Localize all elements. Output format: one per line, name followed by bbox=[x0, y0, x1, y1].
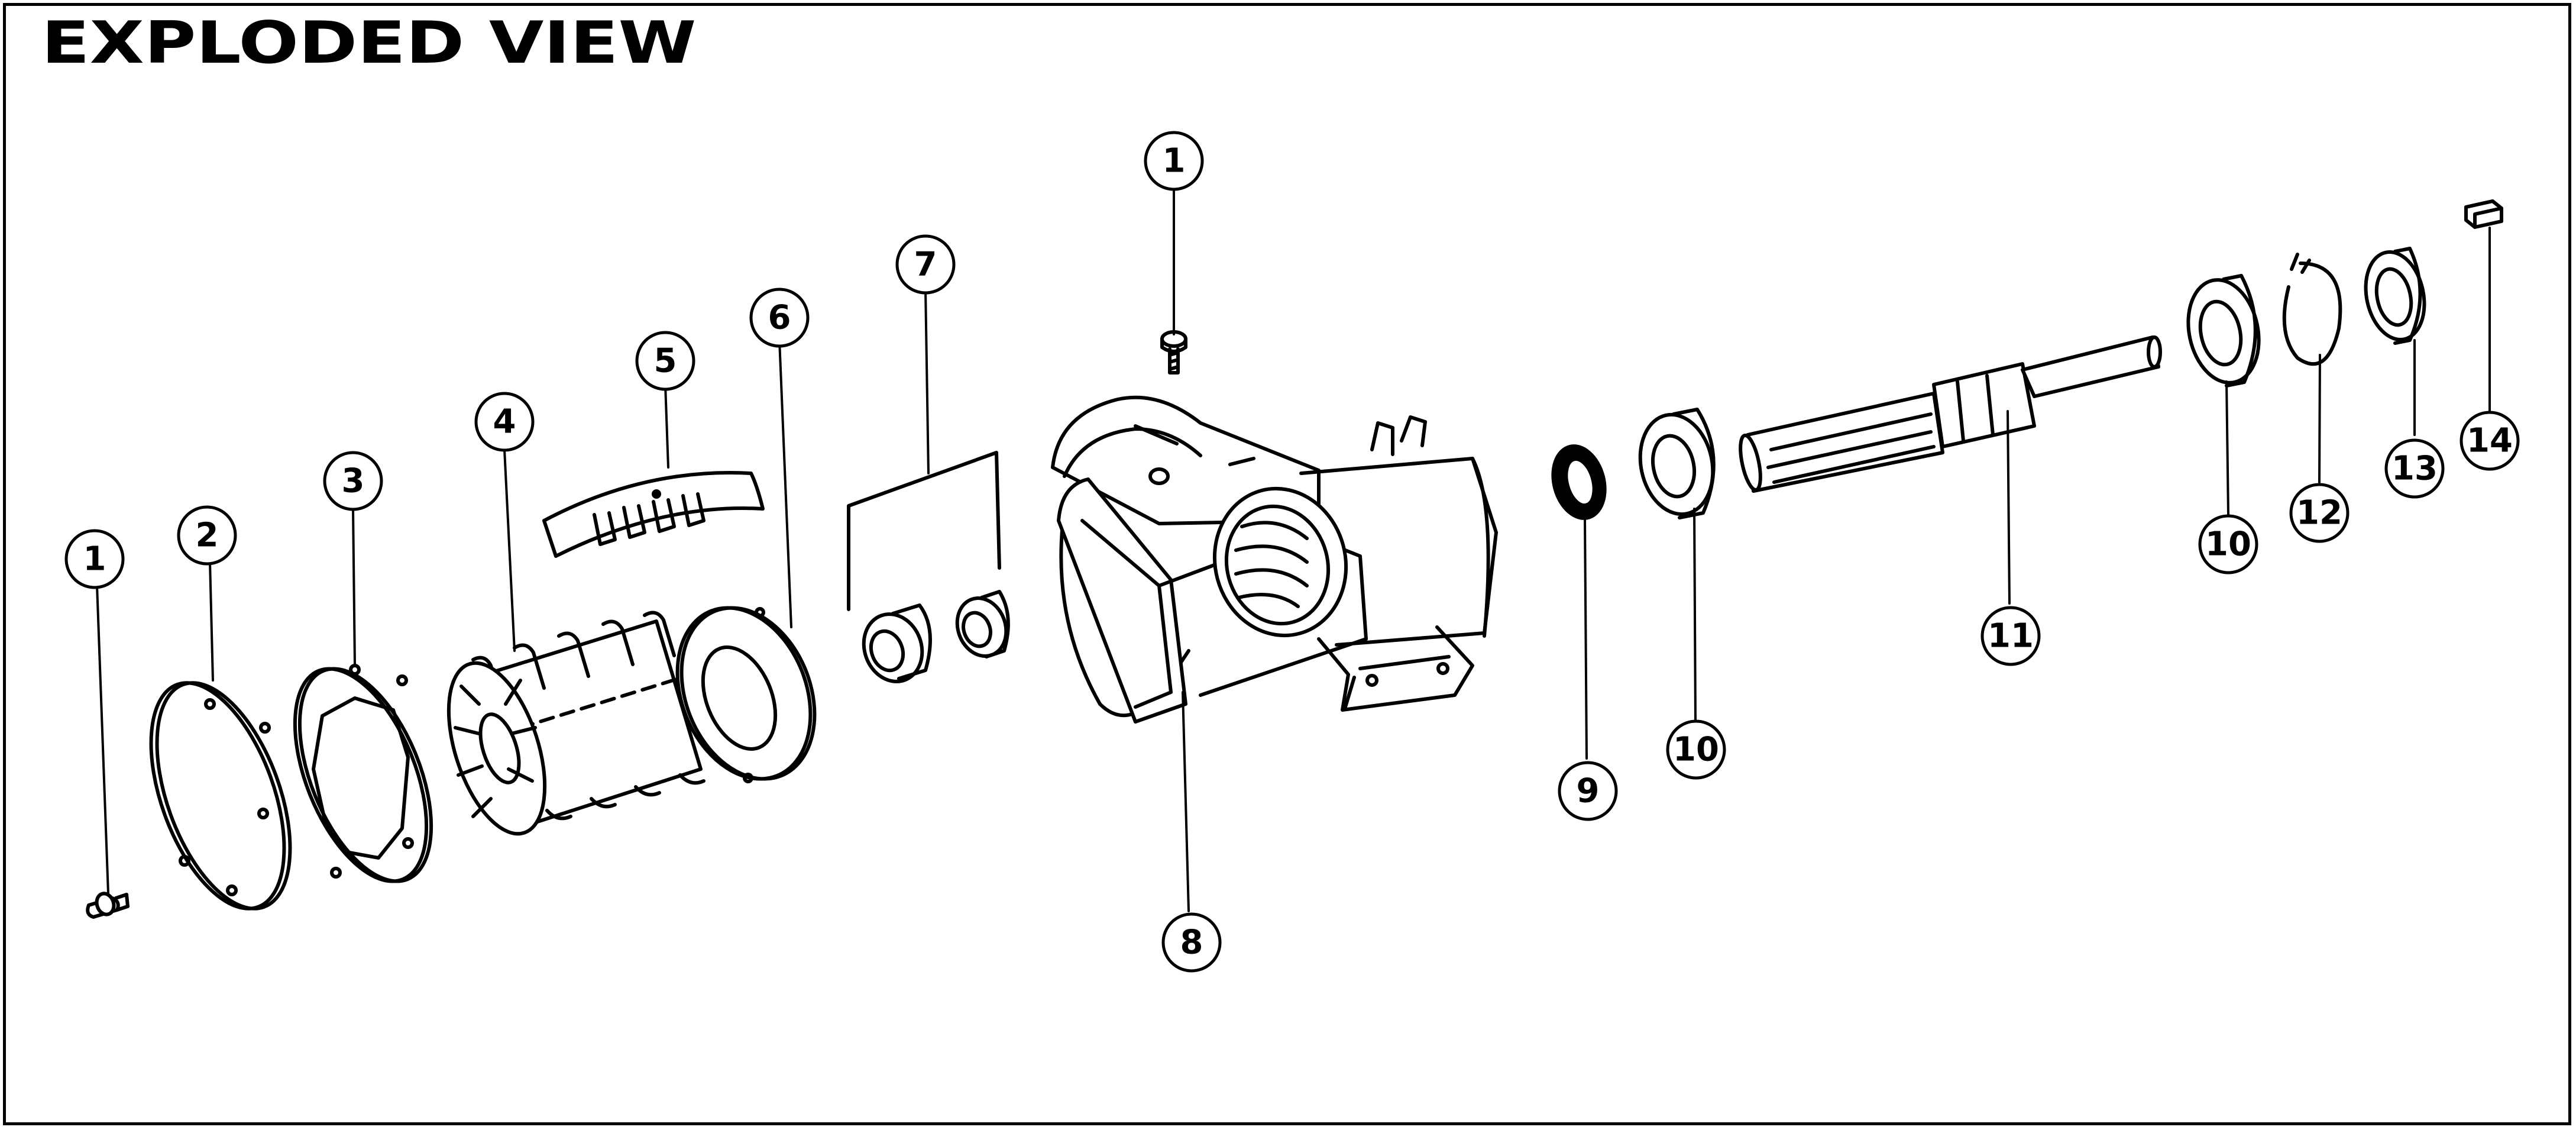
svg-text:4: 4 bbox=[493, 403, 516, 441]
callout-11: 11 bbox=[1980, 606, 2041, 666]
part-13-seal bbox=[2364, 247, 2426, 345]
svg-text:14: 14 bbox=[2467, 422, 2513, 460]
svg-text:11: 11 bbox=[1988, 617, 2034, 656]
svg-text:3: 3 bbox=[342, 462, 365, 501]
callout-2: 2 bbox=[177, 505, 237, 566]
svg-text:1: 1 bbox=[1163, 142, 1186, 180]
part-5-cam bbox=[542, 471, 765, 558]
callout-14: 14 bbox=[2460, 411, 2520, 471]
svg-text:1: 1 bbox=[83, 540, 106, 579]
callout-7: 7 bbox=[895, 234, 956, 295]
callout-3: 3 bbox=[323, 451, 383, 511]
svg-text:8: 8 bbox=[1180, 924, 1203, 962]
callouts: 1 1 2 3 4 5 6 7 bbox=[64, 131, 2520, 973]
svg-text:13: 13 bbox=[2391, 450, 2438, 488]
part-7-seals bbox=[847, 451, 1010, 683]
part-11-shaft bbox=[1739, 335, 2162, 493]
callout-1-left: 1 bbox=[64, 529, 125, 589]
callout-6: 6 bbox=[749, 288, 810, 348]
callout-12: 12 bbox=[2289, 483, 2350, 543]
part-10-bearing-a bbox=[1638, 408, 1716, 519]
callout-4: 4 bbox=[474, 392, 535, 452]
svg-text:7: 7 bbox=[914, 246, 937, 284]
svg-text:2: 2 bbox=[196, 516, 219, 555]
part-1-screw-left bbox=[86, 892, 130, 919]
part-2-end-cover bbox=[149, 681, 292, 911]
part-14-key bbox=[2464, 199, 2503, 229]
part-1-screw-top bbox=[1160, 330, 1187, 374]
svg-text:10: 10 bbox=[2205, 525, 2251, 564]
part-6-wear-plate bbox=[675, 606, 817, 783]
page-title: EXPLODED VIEW bbox=[41, 9, 697, 77]
diagram-frame bbox=[3, 3, 2571, 1125]
svg-text:6: 6 bbox=[768, 299, 791, 337]
part-9-seal-ring bbox=[1551, 444, 1607, 520]
part-12-circlip bbox=[2282, 253, 2342, 366]
svg-text:5: 5 bbox=[654, 342, 677, 380]
callout-10-b: 10 bbox=[2198, 514, 2258, 574]
callout-5: 5 bbox=[635, 331, 695, 391]
part-10-bearing-b bbox=[2186, 274, 2261, 388]
svg-text:10: 10 bbox=[1673, 731, 1719, 769]
part-8-pump-body bbox=[1051, 395, 1498, 724]
part-4-impeller bbox=[446, 611, 706, 836]
leader-lines bbox=[96, 188, 2491, 912]
part-3-gasket bbox=[293, 664, 433, 883]
svg-text:12: 12 bbox=[2296, 494, 2342, 532]
svg-text:9: 9 bbox=[1577, 772, 1600, 811]
callout-9: 9 bbox=[1558, 761, 1618, 821]
callout-13: 13 bbox=[2384, 438, 2445, 499]
callout-8: 8 bbox=[1161, 912, 1222, 973]
callout-1-top: 1 bbox=[1144, 131, 1204, 191]
callout-10-a: 10 bbox=[1666, 719, 1726, 780]
